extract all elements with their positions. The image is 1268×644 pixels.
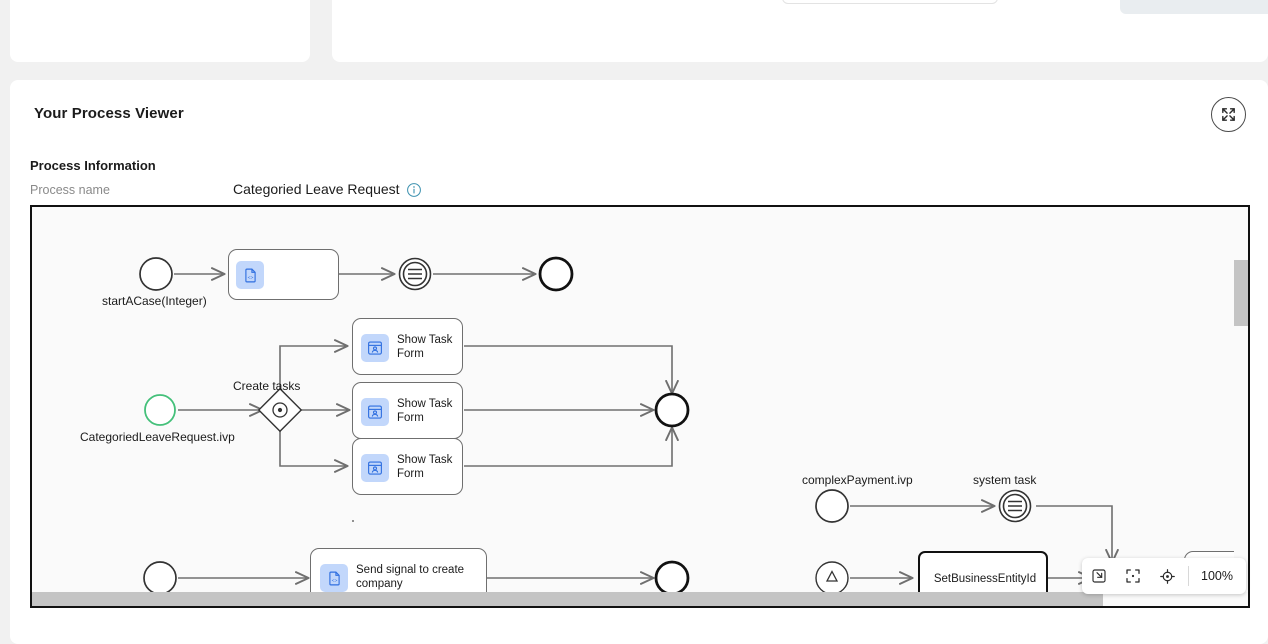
user-form-glyph [368, 341, 382, 355]
process-name-value: Categoried Leave Request [233, 181, 400, 197]
fullscreen-corners-icon[interactable] [1116, 559, 1150, 593]
start-event-green [144, 394, 176, 426]
task-show-task-form-3[interactable]: Show Task Form [352, 438, 463, 495]
system-task-event [398, 257, 432, 291]
zoom-toolbar: 100% [1082, 558, 1246, 594]
svg-text:<>: <> [247, 275, 253, 281]
start-event [815, 489, 849, 523]
fit-glyph [1092, 569, 1106, 583]
task-label: SetBusinessEntityId [933, 573, 1037, 585]
user-form-glyph [368, 405, 382, 419]
user-form-icon [361, 454, 389, 482]
task-label: Show Task Form [397, 454, 453, 480]
center-target-icon[interactable] [1150, 559, 1184, 593]
script-file-icon: <> [320, 564, 348, 592]
process-information-heading: Process Information [30, 158, 156, 173]
info-circle-icon[interactable] [406, 182, 422, 198]
partial-search-input[interactable] [782, 0, 998, 4]
horizontal-scrollbar-thumb[interactable] [32, 592, 1103, 606]
node-label-start-a-case: startACase(Integer) [102, 294, 207, 308]
script-glyph: <> [244, 268, 256, 282]
node-label-complex-payment: complexPayment.ivp [802, 473, 913, 487]
vertical-scrollbar-thumb[interactable] [1234, 260, 1248, 326]
node-label-create-tasks: Create tasks [233, 379, 301, 393]
end-event [654, 392, 690, 428]
vertical-scrollbar-track[interactable] [1234, 207, 1248, 590]
node-label-system-task: system task [973, 473, 1037, 487]
expand-arrows-icon[interactable] [1211, 97, 1246, 132]
partial-card-left [10, 0, 310, 62]
bpmn-diagram-frame[interactable]: <> Show Task Form Show Task For [30, 205, 1250, 608]
end-event [538, 256, 574, 292]
system-task-event [998, 489, 1032, 523]
task-label: Show Task Form [397, 334, 453, 360]
user-form-glyph [368, 461, 382, 475]
start-event [139, 257, 173, 291]
script-file-icon: <> [236, 261, 264, 289]
start-event [143, 561, 177, 595]
fit-to-content-icon[interactable] [1082, 559, 1116, 593]
user-form-icon [361, 398, 389, 426]
signal-start-event [815, 561, 849, 595]
toolbar-divider [1188, 566, 1189, 586]
task-show-task-form-1[interactable]: Show Task Form [352, 318, 463, 375]
partial-user-pill[interactable] [1120, 0, 1268, 14]
page-title: Your Process Viewer [34, 105, 184, 122]
svg-text:<>: <> [331, 578, 337, 584]
end-event [654, 560, 690, 596]
partial-card-right [332, 0, 1268, 62]
task-script-start[interactable]: <> [228, 249, 339, 300]
horizontal-scrollbar-track[interactable] [32, 592, 1248, 606]
script-glyph: <> [328, 571, 340, 585]
fullscreen-glyph [1126, 569, 1140, 583]
node-label-categoried-leave-request: CategoriedLeaveRequest.ivp [80, 430, 235, 444]
task-show-task-form-1[interactable] [352, 520, 354, 522]
expand-arrows-glyph [1222, 108, 1235, 121]
task-label: Show Task Form [397, 398, 453, 424]
target-glyph [1159, 568, 1175, 584]
zoom-level-label[interactable]: 100% [1201, 569, 1233, 583]
task-show-task-form-2[interactable]: Show Task Form [352, 382, 463, 439]
task-label: Send signal to create company [356, 564, 465, 590]
user-form-icon [361, 334, 389, 362]
bpmn-canvas[interactable]: <> Show Task Form Show Task For [32, 207, 1248, 606]
process-name-label: Process name [30, 183, 110, 197]
bpmn-connections [139, 256, 1180, 606]
page-above-clipped [0, 0, 1268, 70]
info-glyph [407, 183, 421, 197]
parallel-gateway [257, 387, 303, 433]
